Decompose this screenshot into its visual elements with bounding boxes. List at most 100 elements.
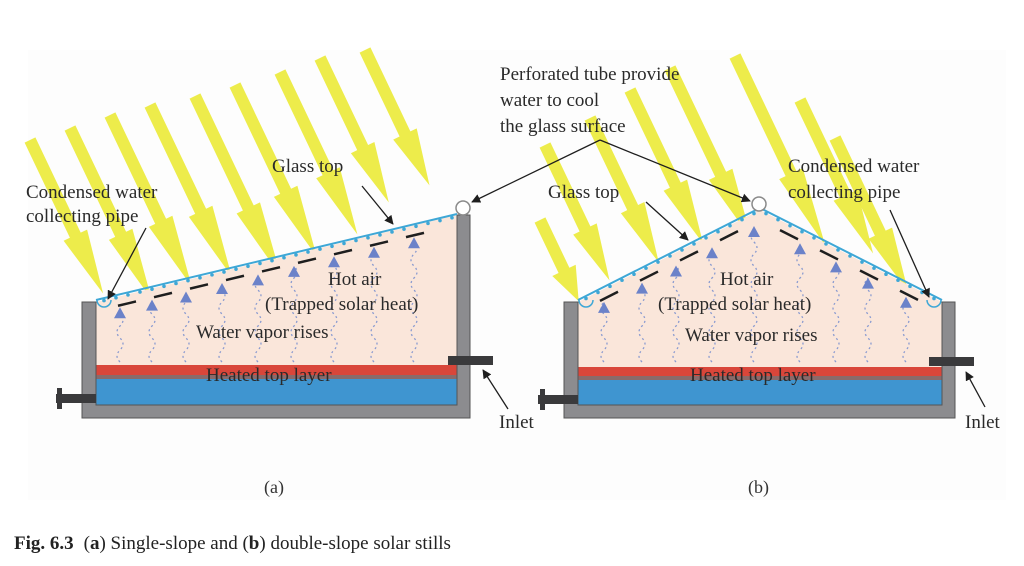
condensed-film-dash bbox=[899, 289, 919, 301]
condensation-drop bbox=[450, 215, 454, 220]
sun-ray bbox=[229, 82, 317, 257]
vapor-path bbox=[148, 301, 156, 363]
label-condensed-line1: Condensed water bbox=[788, 156, 920, 177]
condensed-film-dash bbox=[639, 270, 659, 282]
condensation-drop bbox=[656, 260, 660, 264]
label-perforated-line2: water to cool bbox=[500, 90, 599, 111]
panel-a-single-slope: Glass top Condensed water collecting pip… bbox=[26, 156, 535, 498]
condensation-drop bbox=[210, 273, 214, 277]
sun-ray bbox=[829, 135, 909, 292]
sun-ray bbox=[189, 93, 281, 277]
condensation-drop bbox=[668, 254, 672, 258]
condensed-film-dash bbox=[333, 248, 353, 256]
condensation-drop bbox=[644, 266, 648, 270]
label-perforated-line3: the glass surface bbox=[500, 116, 626, 137]
vapor-arrow-icon bbox=[114, 307, 126, 319]
condensation-drop bbox=[728, 223, 732, 228]
condensation-drop bbox=[330, 244, 334, 249]
condensation-drop bbox=[608, 284, 612, 289]
condensation-drop bbox=[234, 267, 238, 271]
caption-part2: ) double-slope solar stills bbox=[259, 533, 451, 554]
condensation-drop bbox=[402, 227, 406, 231]
condensation-drop bbox=[716, 229, 720, 234]
condensation-drop bbox=[222, 270, 226, 274]
label-inlet: Inlet bbox=[965, 412, 1001, 433]
condensation-drop bbox=[294, 253, 298, 257]
label-trapped-heat: (Trapped solar heat) bbox=[658, 294, 811, 315]
condensed-film-dash bbox=[225, 274, 245, 282]
sun-ray bbox=[729, 53, 826, 246]
condensation-drop bbox=[162, 284, 166, 289]
condensation-drop bbox=[932, 296, 936, 301]
condensed-film-dash bbox=[679, 250, 699, 262]
condensation-drop bbox=[740, 217, 744, 222]
sun-ray bbox=[104, 112, 192, 287]
condensed-film-dash bbox=[117, 300, 137, 307]
condensation-drop bbox=[836, 248, 840, 252]
condensed-film-dash bbox=[297, 257, 317, 265]
condensed-film-dash bbox=[599, 290, 619, 302]
caption-part1: ) Single-slope and ( bbox=[99, 533, 249, 554]
condensation-drop bbox=[354, 238, 358, 243]
label-heated-layer: Heated top layer bbox=[206, 365, 332, 386]
condensation-drop bbox=[788, 223, 792, 228]
glass-top-pointer bbox=[645, 201, 689, 241]
vapor-path bbox=[600, 301, 608, 363]
caption-fig-number: Fig. 6.3 bbox=[14, 533, 74, 554]
condensation-drop bbox=[174, 281, 178, 286]
condensed-film-dash bbox=[153, 291, 173, 299]
label-perforated-line1: Perforated tube provide bbox=[500, 64, 679, 85]
caption-b-marker: b bbox=[248, 533, 260, 554]
inlet-pointer bbox=[482, 369, 509, 410]
condensation-drop bbox=[908, 284, 912, 289]
figure-caption: Fig. 6.3(a) Single-slope and (b) double-… bbox=[14, 533, 451, 554]
caption-a-marker: a bbox=[89, 533, 100, 554]
condensation-drop bbox=[438, 218, 442, 223]
label-vapor: Water vapor rises bbox=[196, 322, 328, 343]
vapor-path bbox=[672, 265, 680, 363]
condensation-drop bbox=[884, 272, 888, 276]
label-condensed-line2: collecting pipe bbox=[788, 182, 900, 203]
drain-pipe-flange bbox=[540, 389, 545, 410]
vapor-path bbox=[370, 253, 378, 363]
condensation-drop bbox=[596, 290, 600, 295]
vapor-path bbox=[708, 253, 716, 363]
inlet-pipe bbox=[929, 357, 974, 366]
condensation-drop bbox=[848, 254, 852, 258]
condensation-drop bbox=[306, 250, 310, 254]
condensed-film-dash bbox=[261, 265, 281, 273]
condensation-drop bbox=[138, 290, 142, 294]
condensation-drop bbox=[584, 296, 588, 301]
heated-top-layer bbox=[96, 365, 457, 375]
label-glass-top: Glass top bbox=[548, 182, 619, 203]
label-hot-air: Hot air bbox=[720, 269, 774, 290]
sun-ray bbox=[794, 97, 874, 254]
vapor-path bbox=[330, 265, 338, 363]
vapor-arrow-icon bbox=[670, 265, 682, 277]
vapor-path bbox=[832, 265, 840, 363]
drain-pipe bbox=[538, 395, 578, 404]
vapor-arrow-icon bbox=[794, 243, 806, 255]
vapor-path bbox=[902, 301, 910, 363]
vapor-arrow-icon bbox=[748, 226, 760, 238]
perforated-pointer-b bbox=[599, 139, 751, 203]
vapor-arrow-icon bbox=[328, 256, 340, 268]
vapor-arrow-icon bbox=[368, 246, 380, 258]
condensation-drop bbox=[246, 264, 250, 269]
inlet-pointer bbox=[965, 371, 986, 408]
sun-ray bbox=[359, 47, 430, 186]
vapor-path bbox=[116, 313, 124, 363]
condensed-pointer bbox=[889, 209, 930, 298]
basin-wall bbox=[563, 301, 956, 419]
sun-ray bbox=[664, 65, 752, 240]
condensation-drop bbox=[872, 266, 876, 270]
condensed-film-dash bbox=[405, 231, 425, 239]
drain-pipe bbox=[56, 394, 96, 403]
vapor-arrow-icon bbox=[146, 299, 158, 311]
water-layer bbox=[96, 379, 457, 405]
condensation-drop bbox=[378, 233, 382, 237]
condensation-drop bbox=[102, 298, 106, 303]
vapor-arrow-icon bbox=[180, 291, 192, 303]
vapor-arrow-icon bbox=[900, 296, 912, 308]
condensed-film-dash bbox=[369, 240, 389, 247]
